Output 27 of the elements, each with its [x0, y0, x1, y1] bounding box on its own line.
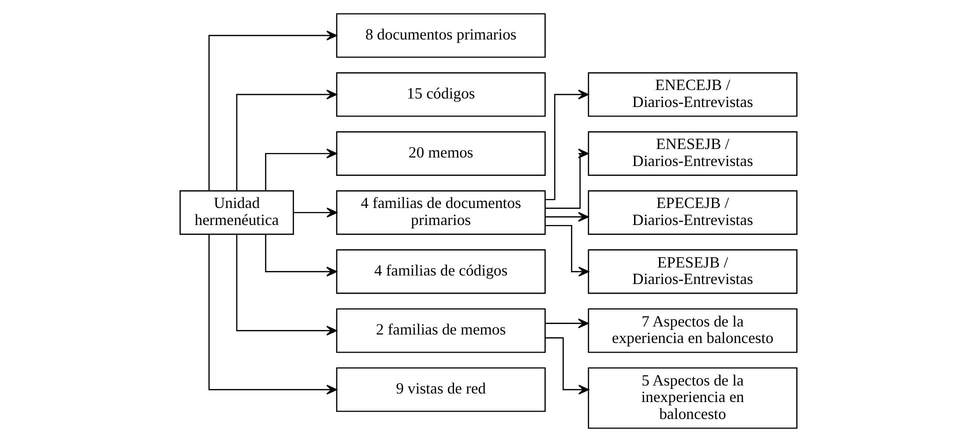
node-box: 15 códigos — [336, 72, 546, 116]
node-box: 8 documentos primarios — [336, 12, 546, 58]
arrow — [544, 148, 588, 208]
node-box: EPESEJB / Diarios-Entrevistas — [587, 248, 797, 294]
arrow — [293, 207, 337, 217]
arrow — [236, 89, 337, 190]
node-box: ENESEJB / Diarios-Entrevistas — [587, 130, 797, 176]
arrow — [544, 318, 588, 328]
arrow — [208, 30, 337, 190]
arrow — [544, 336, 589, 394]
arrow — [544, 89, 588, 200]
arrow — [236, 234, 337, 336]
node-box: ENECEJB / Diarios-Entrevistas — [587, 72, 797, 116]
node-box: EPECEJB / Diarios-Entrevistas — [587, 190, 797, 234]
arrow — [264, 234, 337, 276]
arrow — [544, 224, 589, 276]
node-box: 5 Aspectos de la inexperiencia en baloncesto — [587, 366, 797, 428]
node-box: 4 familias de códigos — [336, 248, 546, 294]
arrow — [544, 211, 588, 222]
node-box: 20 memos — [336, 130, 546, 176]
arrow — [208, 234, 337, 394]
node-box: 7 Aspectos de la experiencia en baloncesto — [587, 308, 797, 352]
arrow — [264, 148, 337, 190]
node-box: Unidad hermenéutica — [179, 190, 294, 234]
node-box: 2 familias de memos — [336, 308, 546, 352]
node-box: 4 familias de documentos primarios — [336, 190, 546, 234]
node-box: 9 vistas de red — [336, 366, 546, 412]
